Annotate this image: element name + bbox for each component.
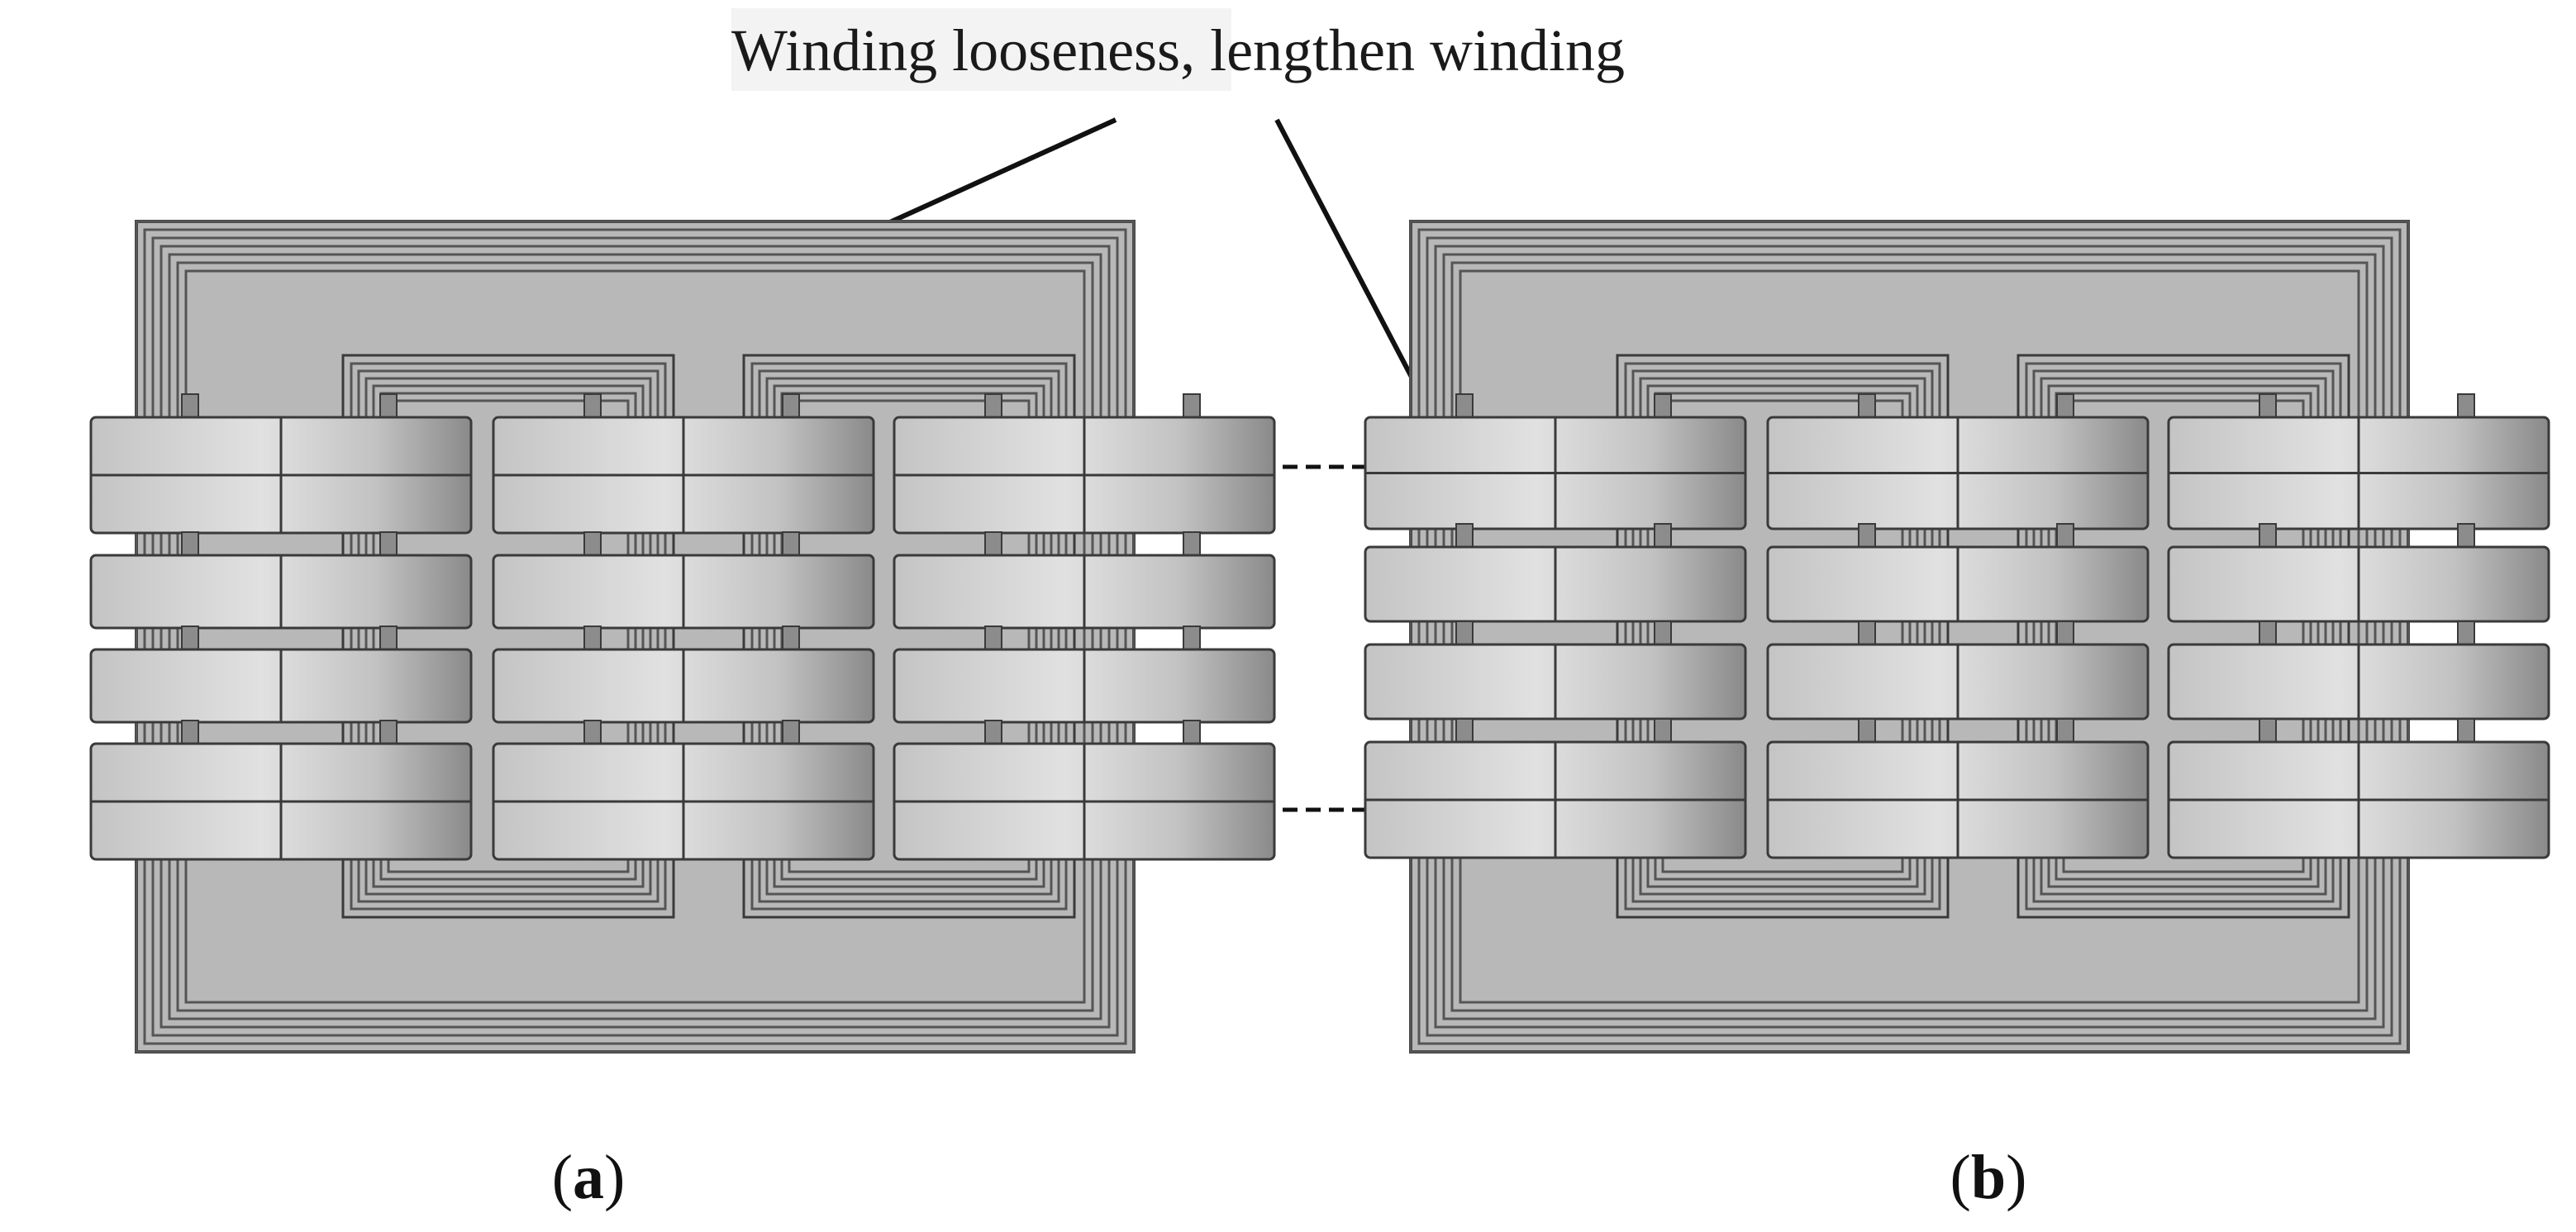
winding-spacer — [1183, 626, 1201, 650]
winding-spacer — [782, 720, 800, 744]
winding-spacer — [1858, 393, 1876, 418]
core-window-stripe — [2047, 384, 2320, 888]
core-window-stripe — [773, 384, 1045, 888]
winding-spacer — [583, 531, 602, 556]
winding-spacer — [1654, 393, 1672, 418]
core-window-stripe — [1631, 369, 1934, 903]
core-window-stripe — [1639, 377, 1926, 896]
core-window-stripe — [357, 369, 659, 903]
panel-a-transformer — [89, 220, 1276, 1054]
winding-spacer — [583, 393, 602, 418]
core-window-stripe — [2040, 377, 2327, 896]
winding-spacer — [2457, 523, 2475, 548]
winding-spacer — [2056, 523, 2074, 548]
core-outer-stripe — [1426, 236, 2393, 1037]
winding-spacer — [583, 720, 602, 744]
core-window-stripe — [750, 362, 1068, 911]
core-window-stripe — [1646, 384, 1919, 888]
winding-spacer — [1455, 621, 1474, 645]
winding-spacer — [181, 626, 199, 650]
panel-a-label-letter: a — [573, 1143, 604, 1212]
winding-spacer — [782, 626, 800, 650]
winding-spacer — [1858, 621, 1876, 645]
core-outer-stripe — [151, 236, 1119, 1037]
winding-spacer — [782, 393, 800, 418]
winding-spacer — [1455, 523, 1474, 548]
core-outer-stripe — [1434, 245, 2385, 1029]
core-outer-stripe — [1450, 261, 2369, 1012]
winding-spacer — [984, 626, 1002, 650]
winding-spacer — [2457, 718, 2475, 743]
winding-spacer — [782, 531, 800, 556]
panel-b-label: (b) — [1950, 1143, 2027, 1212]
winding-spacer — [2457, 393, 2475, 418]
panel-a-label-close: ) — [604, 1143, 625, 1212]
core-outer-stripe — [1409, 220, 2410, 1054]
winding-spacer — [2259, 523, 2277, 548]
core-window-stripe — [1624, 362, 1941, 911]
core-outer-stripe — [1417, 228, 2402, 1045]
winding-spacer — [984, 720, 1002, 744]
annotation-highlight — [731, 8, 1231, 91]
winding-spacer — [1654, 718, 1672, 743]
panel-a-label-open: ( — [552, 1143, 573, 1212]
core-outer-stripe — [160, 245, 1111, 1029]
winding-spacer — [1654, 621, 1672, 645]
panel-b-label-open: ( — [1950, 1143, 1971, 1212]
winding-spacer — [1858, 718, 1876, 743]
winding-spacer — [379, 720, 398, 744]
winding-spacer — [984, 393, 1002, 418]
winding-spacer — [1654, 523, 1672, 548]
winding-spacer — [181, 720, 199, 744]
winding-spacer — [1455, 393, 1474, 418]
winding-spacer — [984, 531, 1002, 556]
core-outer-stripe — [176, 261, 1094, 1012]
panel-a-label: (a) — [552, 1143, 626, 1212]
winding-spacer — [1183, 393, 1201, 418]
winding-spacer — [2056, 718, 2074, 743]
panel-b-transformer — [1364, 220, 2550, 1054]
winding-spacer — [1183, 531, 1201, 556]
core-outer-stripe — [1442, 253, 2377, 1020]
annotation-rest-text: , lengthen winding — [1180, 17, 1625, 83]
core-window-stripe — [2025, 362, 2342, 911]
core-window-stripe — [350, 362, 667, 911]
panel-b-label-close: ) — [2006, 1143, 2026, 1212]
winding-spacer — [181, 531, 199, 556]
winding-spacer — [379, 531, 398, 556]
winding-spacer — [1858, 523, 1876, 548]
core-outer-stripe — [135, 220, 1136, 1054]
winding-spacer — [181, 393, 199, 418]
winding-spacer — [379, 626, 398, 650]
winding-spacer — [2457, 621, 2475, 645]
winding-spacer — [583, 626, 602, 650]
panel-b-label-letter: b — [1971, 1143, 2006, 1212]
core-window-stripe — [364, 377, 652, 896]
winding-spacer — [2259, 393, 2277, 418]
core-window-stripe — [758, 369, 1060, 903]
core-window-stripe — [765, 377, 1053, 896]
core-outer-stripe — [143, 228, 1127, 1045]
winding-spacer — [2056, 621, 2074, 645]
winding-spacer — [1183, 720, 1201, 744]
winding-spacer — [379, 393, 398, 418]
core-window-stripe — [372, 384, 645, 888]
winding-spacer — [2259, 621, 2277, 645]
core-outer-stripe — [168, 253, 1102, 1020]
winding-spacer — [2259, 718, 2277, 743]
annotation-highlight-text: Winding looseness — [731, 17, 1180, 83]
winding-spacer — [2056, 393, 2074, 418]
annotation-label: Winding looseness, lengthen winding — [731, 17, 1625, 83]
core-window-stripe — [2032, 369, 2335, 903]
winding-spacer — [1455, 718, 1474, 743]
